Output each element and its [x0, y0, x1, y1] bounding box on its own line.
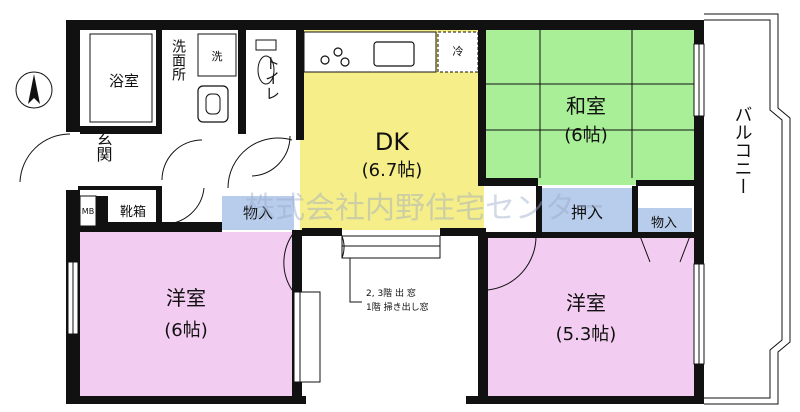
washroom-label: 洗面所: [170, 39, 186, 81]
interior-walls: [78, 30, 698, 238]
closet-label: 押入: [571, 203, 603, 222]
shoe-box-area: [108, 198, 158, 224]
balcony-label: バルコニー: [732, 105, 753, 195]
washitsu-room: [484, 30, 697, 185]
bath-label: 浴室: [109, 72, 139, 90]
storage-right-box: [637, 208, 692, 234]
window-note-bracket: [349, 258, 362, 303]
storage-right-label: 物入: [651, 216, 677, 231]
basin-bowl: [205, 93, 221, 115]
balcony-outline: [704, 13, 791, 405]
west-youshitsu-room: [78, 232, 293, 396]
kitchen-counter: [303, 31, 437, 73]
east-room-name-label: 洋室: [566, 291, 606, 315]
dk-size-label: (6.7帖): [362, 160, 423, 181]
outer-walls: [66, 20, 704, 404]
west-room-size-label: (6帖): [164, 320, 208, 341]
dk-name-label: DK: [375, 128, 410, 156]
toilet-label: トイレ: [263, 56, 281, 101]
east-youshitsu-room: [487, 236, 697, 396]
fridge-space: [437, 31, 479, 73]
east-room-size-label: (5.3帖): [556, 324, 617, 345]
toilet-icon: [255, 39, 277, 85]
tatami-lines: [486, 30, 694, 178]
fridge-label: 冷: [453, 45, 464, 58]
door-swings: [19, 133, 691, 291]
washitsu-size-label: (6帖): [564, 125, 608, 146]
mb-box: [79, 195, 97, 227]
bath-room: [88, 30, 160, 128]
bath-area-box: [89, 33, 153, 123]
window-note-line2: 1階 掃き出し窓: [366, 301, 429, 313]
washbasin-icon: [197, 85, 229, 123]
storage-left-label: 物入: [243, 204, 273, 222]
watermark-text: 株式会社内野住宅センター: [245, 191, 605, 226]
kitchen-sink-icon: [373, 41, 415, 67]
west-room-name-label: 洋室: [166, 286, 206, 310]
washer-space: [197, 33, 237, 77]
north-arrow-icon: [15, 71, 53, 109]
storage-left-box: [222, 196, 294, 230]
entrance-label: 玄関: [94, 130, 113, 163]
gas-stove-icon: [320, 47, 350, 67]
shoe-box-label: 靴箱: [120, 204, 146, 220]
closet-box: [540, 188, 634, 234]
window-note-line1: 2, 3階 出 窓: [366, 287, 416, 299]
washitsu-name-label: 和室: [566, 94, 606, 118]
windows: [67, 43, 705, 383]
mb-label: MB: [82, 207, 94, 216]
washer-label: 洗: [212, 50, 223, 63]
